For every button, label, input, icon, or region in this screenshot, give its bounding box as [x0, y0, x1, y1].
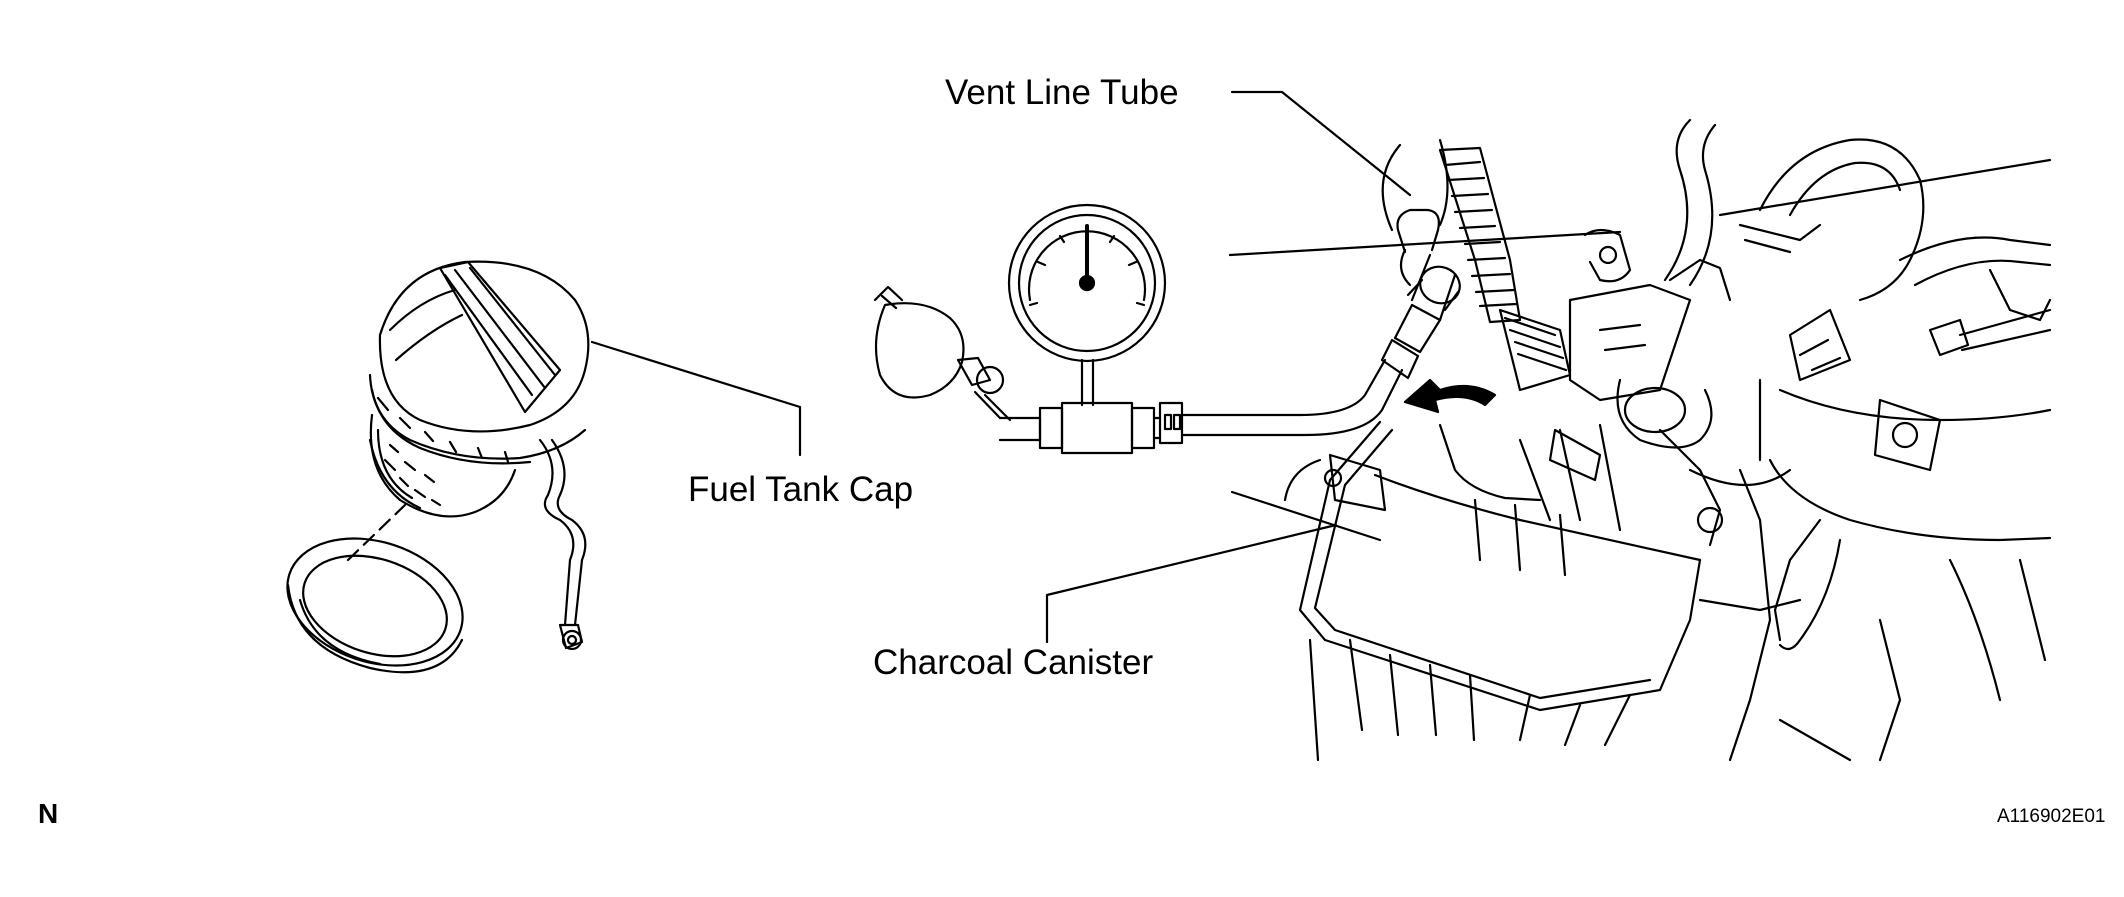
- wire-harness: [1440, 148, 1570, 390]
- hand-pump: [875, 287, 1010, 420]
- pressure-gauge: [1009, 205, 1165, 405]
- cap-alignment-line: [348, 505, 405, 560]
- rotation-arrow-icon: [1405, 380, 1495, 412]
- figure-code: A116902E01: [1997, 806, 2106, 827]
- label-fuel-tank-cap: Fuel Tank Cap: [688, 470, 914, 509]
- label-charcoal-canister: Charcoal Canister: [873, 643, 1154, 682]
- hoses-right: [1665, 120, 2050, 760]
- fuel-tank-cap-leader: [592, 342, 800, 455]
- charcoal-canister-leader: [1047, 525, 1336, 642]
- charcoal-canister: [1285, 422, 1700, 760]
- vent-line-tube-leader: [1232, 92, 1410, 195]
- label-vent-line-tube: Vent Line Tube: [945, 73, 1179, 112]
- floor-line: [1232, 492, 1380, 540]
- canister-valve-assembly: [1570, 230, 1790, 545]
- view-mark: N: [38, 798, 59, 829]
- fuel-tank-cap: [370, 262, 588, 649]
- filler-neck-ring: [271, 517, 479, 687]
- body-line: [1230, 160, 2050, 255]
- tee-fitting-and-hoses: [1000, 255, 1455, 453]
